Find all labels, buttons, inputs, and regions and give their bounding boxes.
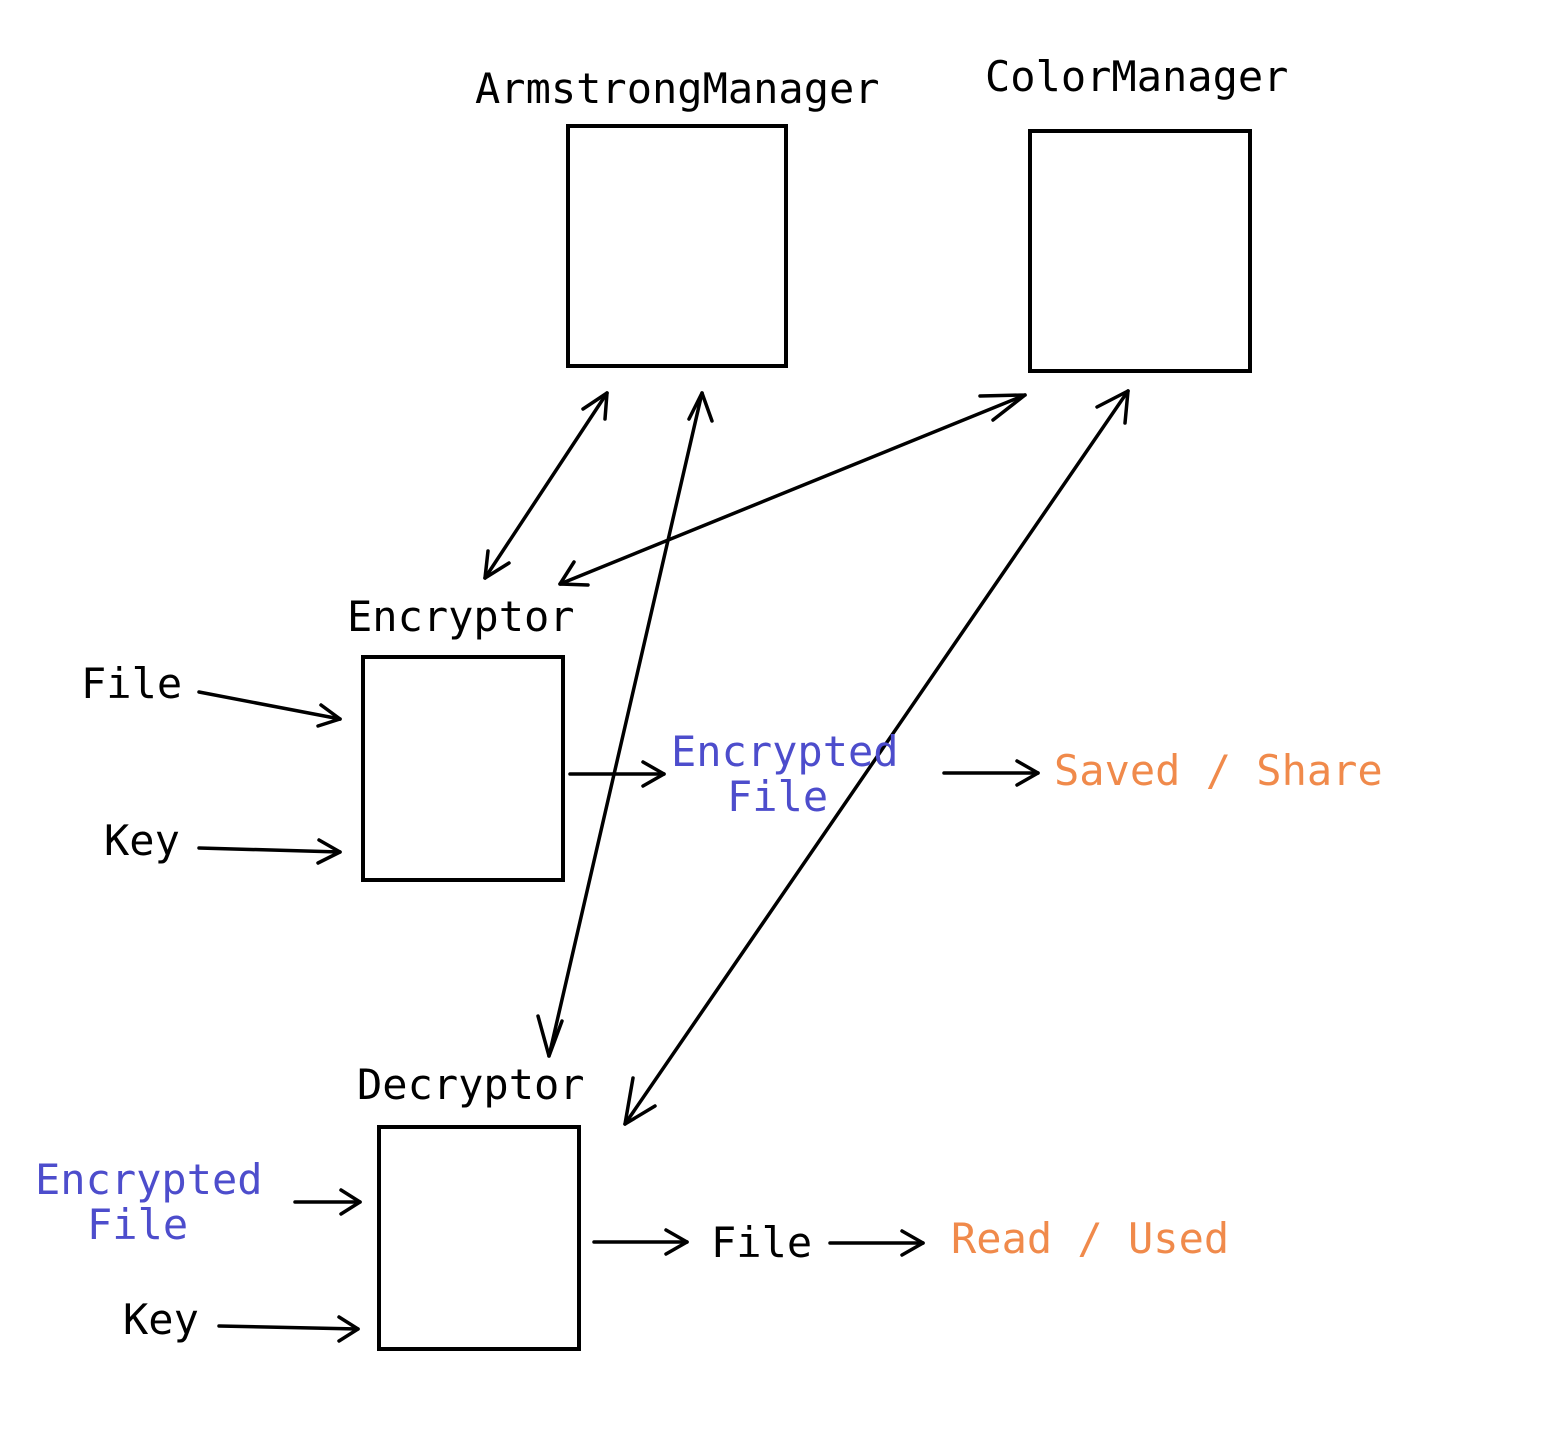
- arrow-decryptor-colormanager: [623, 389, 1130, 1126]
- arrow-encryptor-to-encrypted-file: [568, 760, 666, 788]
- encryptor-input-file-label: File: [81, 659, 182, 708]
- armstrong-manager-label: ArmstrongManager: [475, 64, 880, 113]
- arrow-encrypted-file-to-destination: [942, 759, 1040, 787]
- arrow-decryptor-armstrong: [536, 391, 714, 1058]
- encryptor-input-key-label: Key: [104, 816, 180, 865]
- arrow-key-to-decryptor: [217, 1315, 360, 1343]
- decryptor-output-file-label: File: [711, 1218, 812, 1267]
- arrow-file-to-encryptor: [197, 690, 342, 728]
- encrypted-file-output-line2: File: [727, 772, 828, 821]
- arrow-decryptor-to-file: [592, 1228, 689, 1256]
- color-manager-label: ColorManager: [985, 52, 1288, 101]
- decryptor-input-encrypted-line1: Encrypted: [35, 1155, 263, 1204]
- arrow-file-to-destination: [828, 1229, 925, 1257]
- arrow-encryptor-colormanager: [558, 393, 1027, 587]
- arrow-key-to-encryptor: [197, 838, 342, 865]
- decryptor-box: [377, 1125, 581, 1351]
- decryptor-input-encrypted-line2: File: [87, 1200, 188, 1249]
- decryptor-label: Decryptor: [357, 1060, 585, 1109]
- color-manager-box: [1028, 129, 1252, 373]
- encryptor-label: Encryptor: [347, 592, 575, 641]
- arrow-encrypted-file-to-decryptor: [293, 1188, 362, 1216]
- encrypted-file-output-line1: Encrypted: [671, 727, 899, 776]
- armstrong-manager-box: [566, 124, 788, 368]
- saved-share-label: Saved / Share: [1054, 746, 1383, 795]
- read-used-label: Read / Used: [951, 1214, 1229, 1263]
- decryptor-input-key-label: Key: [123, 1295, 199, 1344]
- encryptor-box: [361, 655, 565, 882]
- arrow-encryptor-armstrong: [483, 391, 609, 580]
